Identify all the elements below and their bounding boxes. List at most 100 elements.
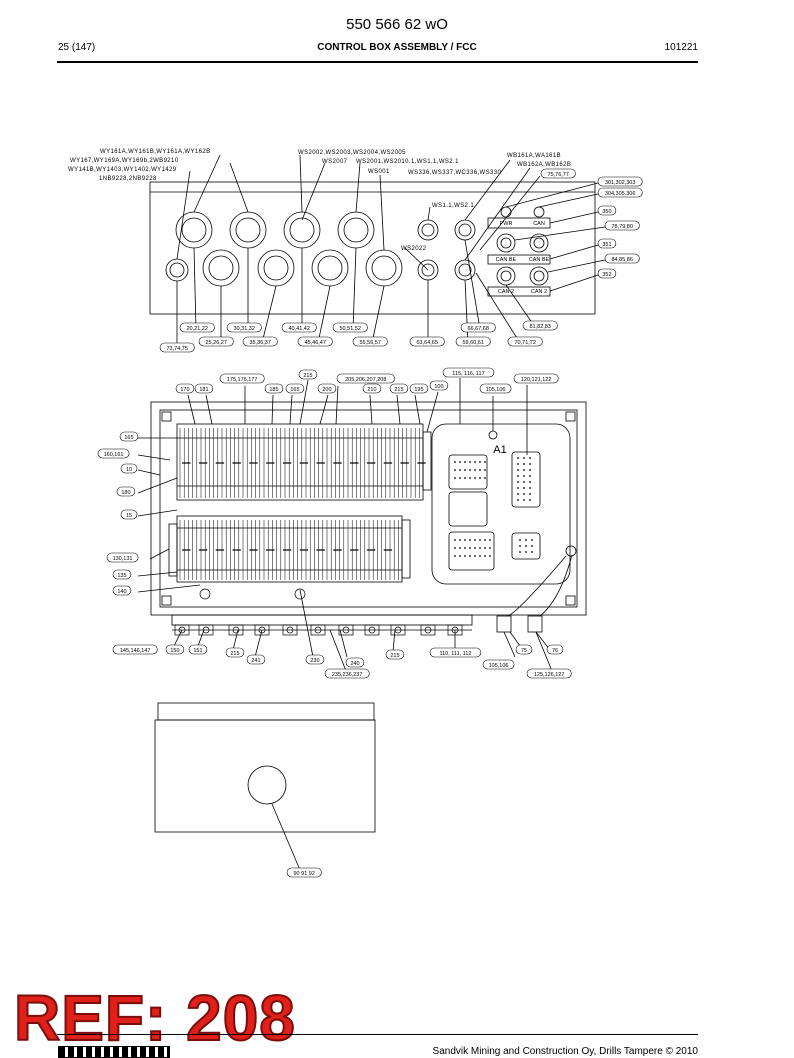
connector-pin (529, 463, 531, 465)
callout-bubble (175, 383, 195, 394)
callout-number: 50,51,52 (339, 326, 360, 332)
cable-gland (282, 624, 298, 636)
lower-terminal-rail (176, 515, 403, 583)
connector-pin (459, 555, 461, 557)
callout-bubble (120, 463, 138, 474)
cable-gland (420, 624, 436, 636)
cable-gland (310, 624, 326, 636)
callout-bubble (188, 644, 208, 655)
panel-label: CAN (533, 221, 545, 227)
earth-stud (294, 588, 306, 600)
connector-pin (474, 555, 476, 557)
callout-bubble (597, 205, 617, 216)
connector-pin (479, 469, 481, 471)
callout-number: 151 (193, 648, 202, 654)
cable-gland (364, 624, 380, 636)
callout-number: 100 (434, 384, 443, 390)
callout-number: 180 (121, 490, 130, 496)
connector-pin (474, 477, 476, 479)
connector-pin (474, 547, 476, 549)
callout-bubble (264, 383, 284, 394)
callout-number: 90 91 92 (293, 871, 314, 877)
connector-pin (484, 547, 486, 549)
callout-number: 130,131 (113, 556, 133, 562)
connector-pin (529, 475, 531, 477)
connector-pin (454, 555, 456, 557)
reference-stamp: REF: 208 (13, 982, 296, 1054)
connector-pin (523, 493, 525, 495)
callout-bubble (317, 383, 337, 394)
connector-pin (464, 461, 466, 463)
callout-bubble (385, 649, 405, 660)
callout-number: 215 (230, 651, 239, 657)
connector-pin (529, 469, 531, 471)
callout-number: 215 (303, 373, 312, 379)
cable-gland-nut (202, 626, 210, 634)
callout-number: 35,36,37 (249, 340, 270, 346)
connector-pin (459, 469, 461, 471)
callout-bubble (119, 431, 139, 442)
cable-gland-nut (314, 626, 322, 634)
connector-pin (454, 461, 456, 463)
connector-pin (469, 555, 471, 557)
page-number: 25 (147) (58, 42, 96, 53)
side-view-gland (247, 765, 287, 805)
callout-bubble (460, 322, 496, 333)
callout-bubble (336, 373, 395, 384)
callout-number: 45,46,47 (304, 340, 325, 346)
connector-pin (489, 555, 491, 557)
connector-pin (489, 547, 491, 549)
connector-pin (484, 555, 486, 557)
callout-number: 215 (394, 387, 403, 393)
callout-number: 150 (170, 648, 179, 654)
callout-number: 73,74,75 (166, 346, 187, 352)
cable-gland (338, 624, 354, 636)
callout-number: 25,26,27 (205, 340, 226, 346)
callout-bubble (597, 268, 617, 279)
connector-pin (479, 461, 481, 463)
callout-bubble (285, 383, 305, 394)
callout-number: 185 (269, 387, 278, 393)
callout-bubble (198, 336, 234, 347)
callout-number: 145,146,147 (120, 648, 151, 654)
connector-pin (479, 539, 481, 541)
connector-pin (517, 499, 519, 501)
sandvik-logo (58, 1046, 170, 1058)
wire-label: WS2022 (401, 246, 427, 252)
cable-gland-nut (394, 626, 402, 634)
cable-gland (254, 624, 270, 636)
callout-bubble (159, 342, 195, 353)
connector-pin (454, 469, 456, 471)
wire-label: WY141B,WY1403,WY1402,WY1429 (68, 167, 177, 173)
callout-number: 63,64,65 (416, 340, 437, 346)
callout-bubble (389, 383, 409, 394)
callout-number: 352 (602, 272, 611, 278)
callout-bubble (604, 220, 640, 231)
callout-number: 105,106 (489, 663, 509, 669)
cable-gland-nut (424, 626, 432, 634)
callout-bubble (246, 654, 266, 665)
callout-bubble (409, 383, 429, 394)
panel-label: CAN BE (529, 257, 550, 263)
wire-label: WS2001,WS2010.1,WS1.1,WS2.1 (356, 159, 459, 165)
callout-number: 84,85,86 (611, 257, 632, 263)
upper-terminal-rail (176, 423, 424, 501)
callout-bubble (324, 668, 370, 679)
callout-bubble (482, 659, 515, 670)
callout-number: 66,67,68 (467, 326, 488, 332)
wire-label: WB162A,WB162B (517, 162, 571, 168)
side-view-body (154, 719, 376, 833)
callout-bubble (97, 448, 130, 459)
connector-pin (529, 499, 531, 501)
connector-pin (525, 545, 527, 547)
side-view-lid (157, 702, 375, 721)
connector-pin (517, 475, 519, 477)
connector-pin (484, 539, 486, 541)
callout-bubble (479, 383, 512, 394)
callout-bubble (526, 668, 572, 679)
footer-copyright: Sandvik Mining and Construction Oy, Dril… (432, 1046, 698, 1057)
connector-pin (474, 469, 476, 471)
wire-label: WS001 (368, 169, 390, 175)
callout-number: 205,206,207,208 (345, 377, 386, 383)
